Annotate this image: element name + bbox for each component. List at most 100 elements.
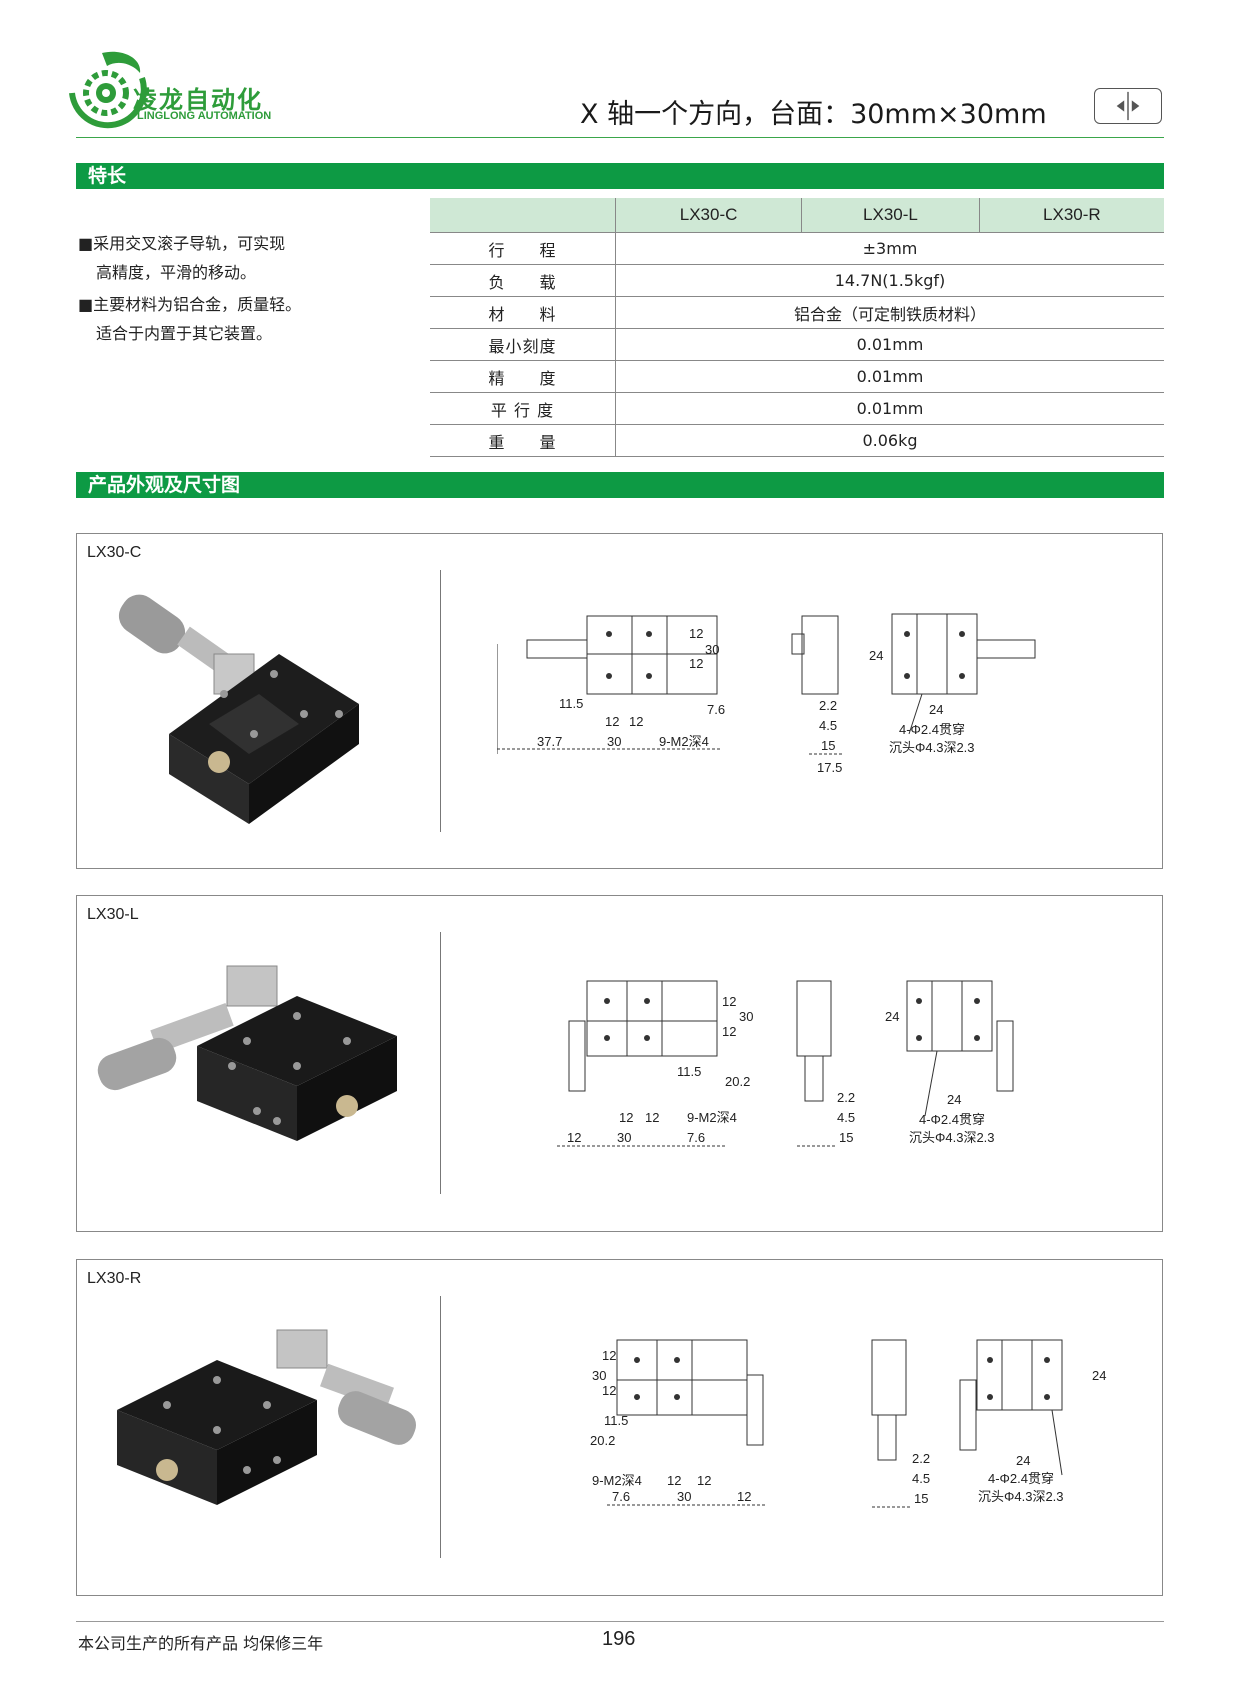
dim-label: 4-Φ2.4贯穿 [919, 1112, 985, 1127]
spec-row: 材 料铝合金（可定制铁质材料） [430, 296, 1164, 329]
dim-label: 2.2 [837, 1090, 855, 1105]
feature-line-1: ■采用交叉滚子导轨，可实现 [78, 234, 286, 253]
spec-label: 精 度 [430, 360, 616, 393]
dim-label: 12 [737, 1489, 751, 1504]
feature-line-4: 适合于内置于其它装置。 [96, 324, 273, 343]
dim-label: 12 [689, 656, 703, 671]
dim-label: 12 [605, 714, 619, 729]
product-panel-lx30-c: LX30-C [76, 533, 1163, 869]
spec-value: 0.01mm [615, 392, 1164, 425]
dim-label: 37.7 [537, 734, 562, 749]
dim-label: 12 [689, 626, 703, 641]
section-bar-features: 特长 [76, 163, 1164, 189]
dim-label: 4-Φ2.4贯穿 [988, 1471, 1054, 1486]
panel-divider [440, 1296, 441, 1558]
dim-label: 12 [697, 1473, 711, 1488]
panel-model-label: LX30-C [87, 544, 142, 561]
warranty-note: 本公司生产的所有产品 均保修三年 [78, 1634, 324, 1653]
dim-label: 12 [667, 1473, 681, 1488]
dim-label: 30 [607, 734, 621, 749]
spec-header-model: LX30-L [801, 198, 980, 233]
dim-label: 24 [1016, 1453, 1030, 1468]
dim-label: 15 [821, 738, 835, 753]
dim-label: 30 [617, 1130, 631, 1145]
dim-label: 沉头Φ4.3深2.3 [978, 1489, 1064, 1504]
spec-label: 平 行 度 [430, 392, 616, 425]
page-title: X 轴一个方向，台面：30mm×30mm [580, 99, 1047, 130]
dim-label: 17.5 [817, 760, 842, 775]
dim-label: 12 [629, 714, 643, 729]
feature-line-2: 高精度，平滑的移动。 [96, 263, 257, 282]
spec-value: ±3mm [615, 232, 1164, 265]
spec-label: 负 载 [430, 264, 616, 297]
dim-label: 24 [947, 1092, 961, 1107]
product-photo [117, 1329, 417, 1505]
dim-label: 7.6 [707, 702, 725, 717]
dim-label: 15 [914, 1491, 928, 1506]
dim-label: 9-M2深4 [659, 734, 709, 749]
panel-divider [440, 570, 441, 832]
dimension-drawing: 11.5 12 12 37.7 30 9-M2深4 12 12 30 7.6 2… [497, 613, 1036, 775]
dim-label: 2.2 [912, 1451, 930, 1466]
spec-value: 0.06kg [615, 424, 1164, 457]
spec-value: 铝合金（可定制铁质材料） [615, 296, 1164, 329]
dim-label: 9-M2深4 [687, 1110, 737, 1125]
brand-name-cn: 凌龙自动化 [133, 86, 263, 114]
dim-label: 24 [1092, 1368, 1106, 1383]
dim-label: 30 [705, 642, 719, 657]
dim-label: 12 [645, 1110, 659, 1125]
dim-label: 11.5 [604, 1413, 628, 1428]
dim-label: 4.5 [819, 718, 837, 733]
section-bar-drawings: 产品外观及尺寸图 [76, 472, 1164, 498]
dim-label: 30 [739, 1009, 753, 1024]
dim-label: 7.6 [612, 1489, 630, 1504]
spec-label: 重 量 [430, 424, 616, 457]
product-panel-lx30-l: LX30-L 12 12 [76, 895, 1163, 1232]
spec-row: 行 程±3mm [430, 232, 1164, 265]
dim-label: 30 [592, 1368, 606, 1383]
spec-label: 材 料 [430, 296, 616, 329]
dim-label: 20.2 [590, 1433, 615, 1448]
dim-label: 4-Φ2.4贯穿 [899, 722, 965, 737]
feature-line-3: ■主要材料为铝合金，质量轻。 [78, 295, 302, 314]
dim-label: 12 [619, 1110, 633, 1125]
dim-label: 12 [602, 1348, 616, 1363]
page-number: 196 [602, 1628, 636, 1650]
dim-label: 11.5 [677, 1064, 701, 1079]
spec-label: 最小刻度 [430, 328, 616, 361]
dim-label: 24 [885, 1009, 899, 1024]
brand-name-en: LINGLONG AUTOMATION [137, 110, 272, 122]
dimension-drawing: 30 12 12 20.2 11.5 9-M2深4 12 12 7.6 30 1… [590, 1339, 1106, 1508]
dim-label: 15 [839, 1130, 853, 1145]
dim-label: 12 [722, 1024, 736, 1039]
dim-label: 12 [567, 1130, 581, 1145]
dimension-drawing: 12 12 12 30 7.6 9-M2深4 12 12 30 11.5 20.… [557, 980, 1014, 1147]
spec-value: 0.01mm [615, 328, 1164, 361]
panel-divider [440, 932, 441, 1194]
spec-header-model: LX30-R [978, 198, 1164, 233]
dim-label: 4.5 [837, 1110, 855, 1125]
dim-label: 11.5 [559, 696, 583, 711]
dim-label: 7.6 [687, 1130, 705, 1145]
dim-label: 沉头Φ4.3深2.3 [909, 1130, 995, 1145]
spec-header-row: LX30-C LX30-L LX30-R [430, 198, 1164, 233]
dim-label: 24 [929, 702, 943, 717]
spec-header-model: LX30-C [614, 198, 802, 233]
header-rule [76, 137, 1164, 138]
spec-label: 行 程 [430, 232, 616, 265]
product-panel-lx30-r: LX30-R 30 12 [76, 1259, 1163, 1596]
dim-label: 沉头Φ4.3深2.3 [889, 740, 975, 755]
dim-label: 12 [602, 1383, 616, 1398]
product-photo [97, 965, 397, 1141]
panel-model-label: LX30-R [87, 1270, 142, 1287]
spec-header-blank [430, 198, 616, 233]
spec-value: 0.01mm [615, 360, 1164, 393]
dim-label: 4.5 [912, 1471, 930, 1486]
spec-value: 14.7N(1.5kgf) [615, 264, 1164, 297]
footer-rule [76, 1621, 1164, 1622]
